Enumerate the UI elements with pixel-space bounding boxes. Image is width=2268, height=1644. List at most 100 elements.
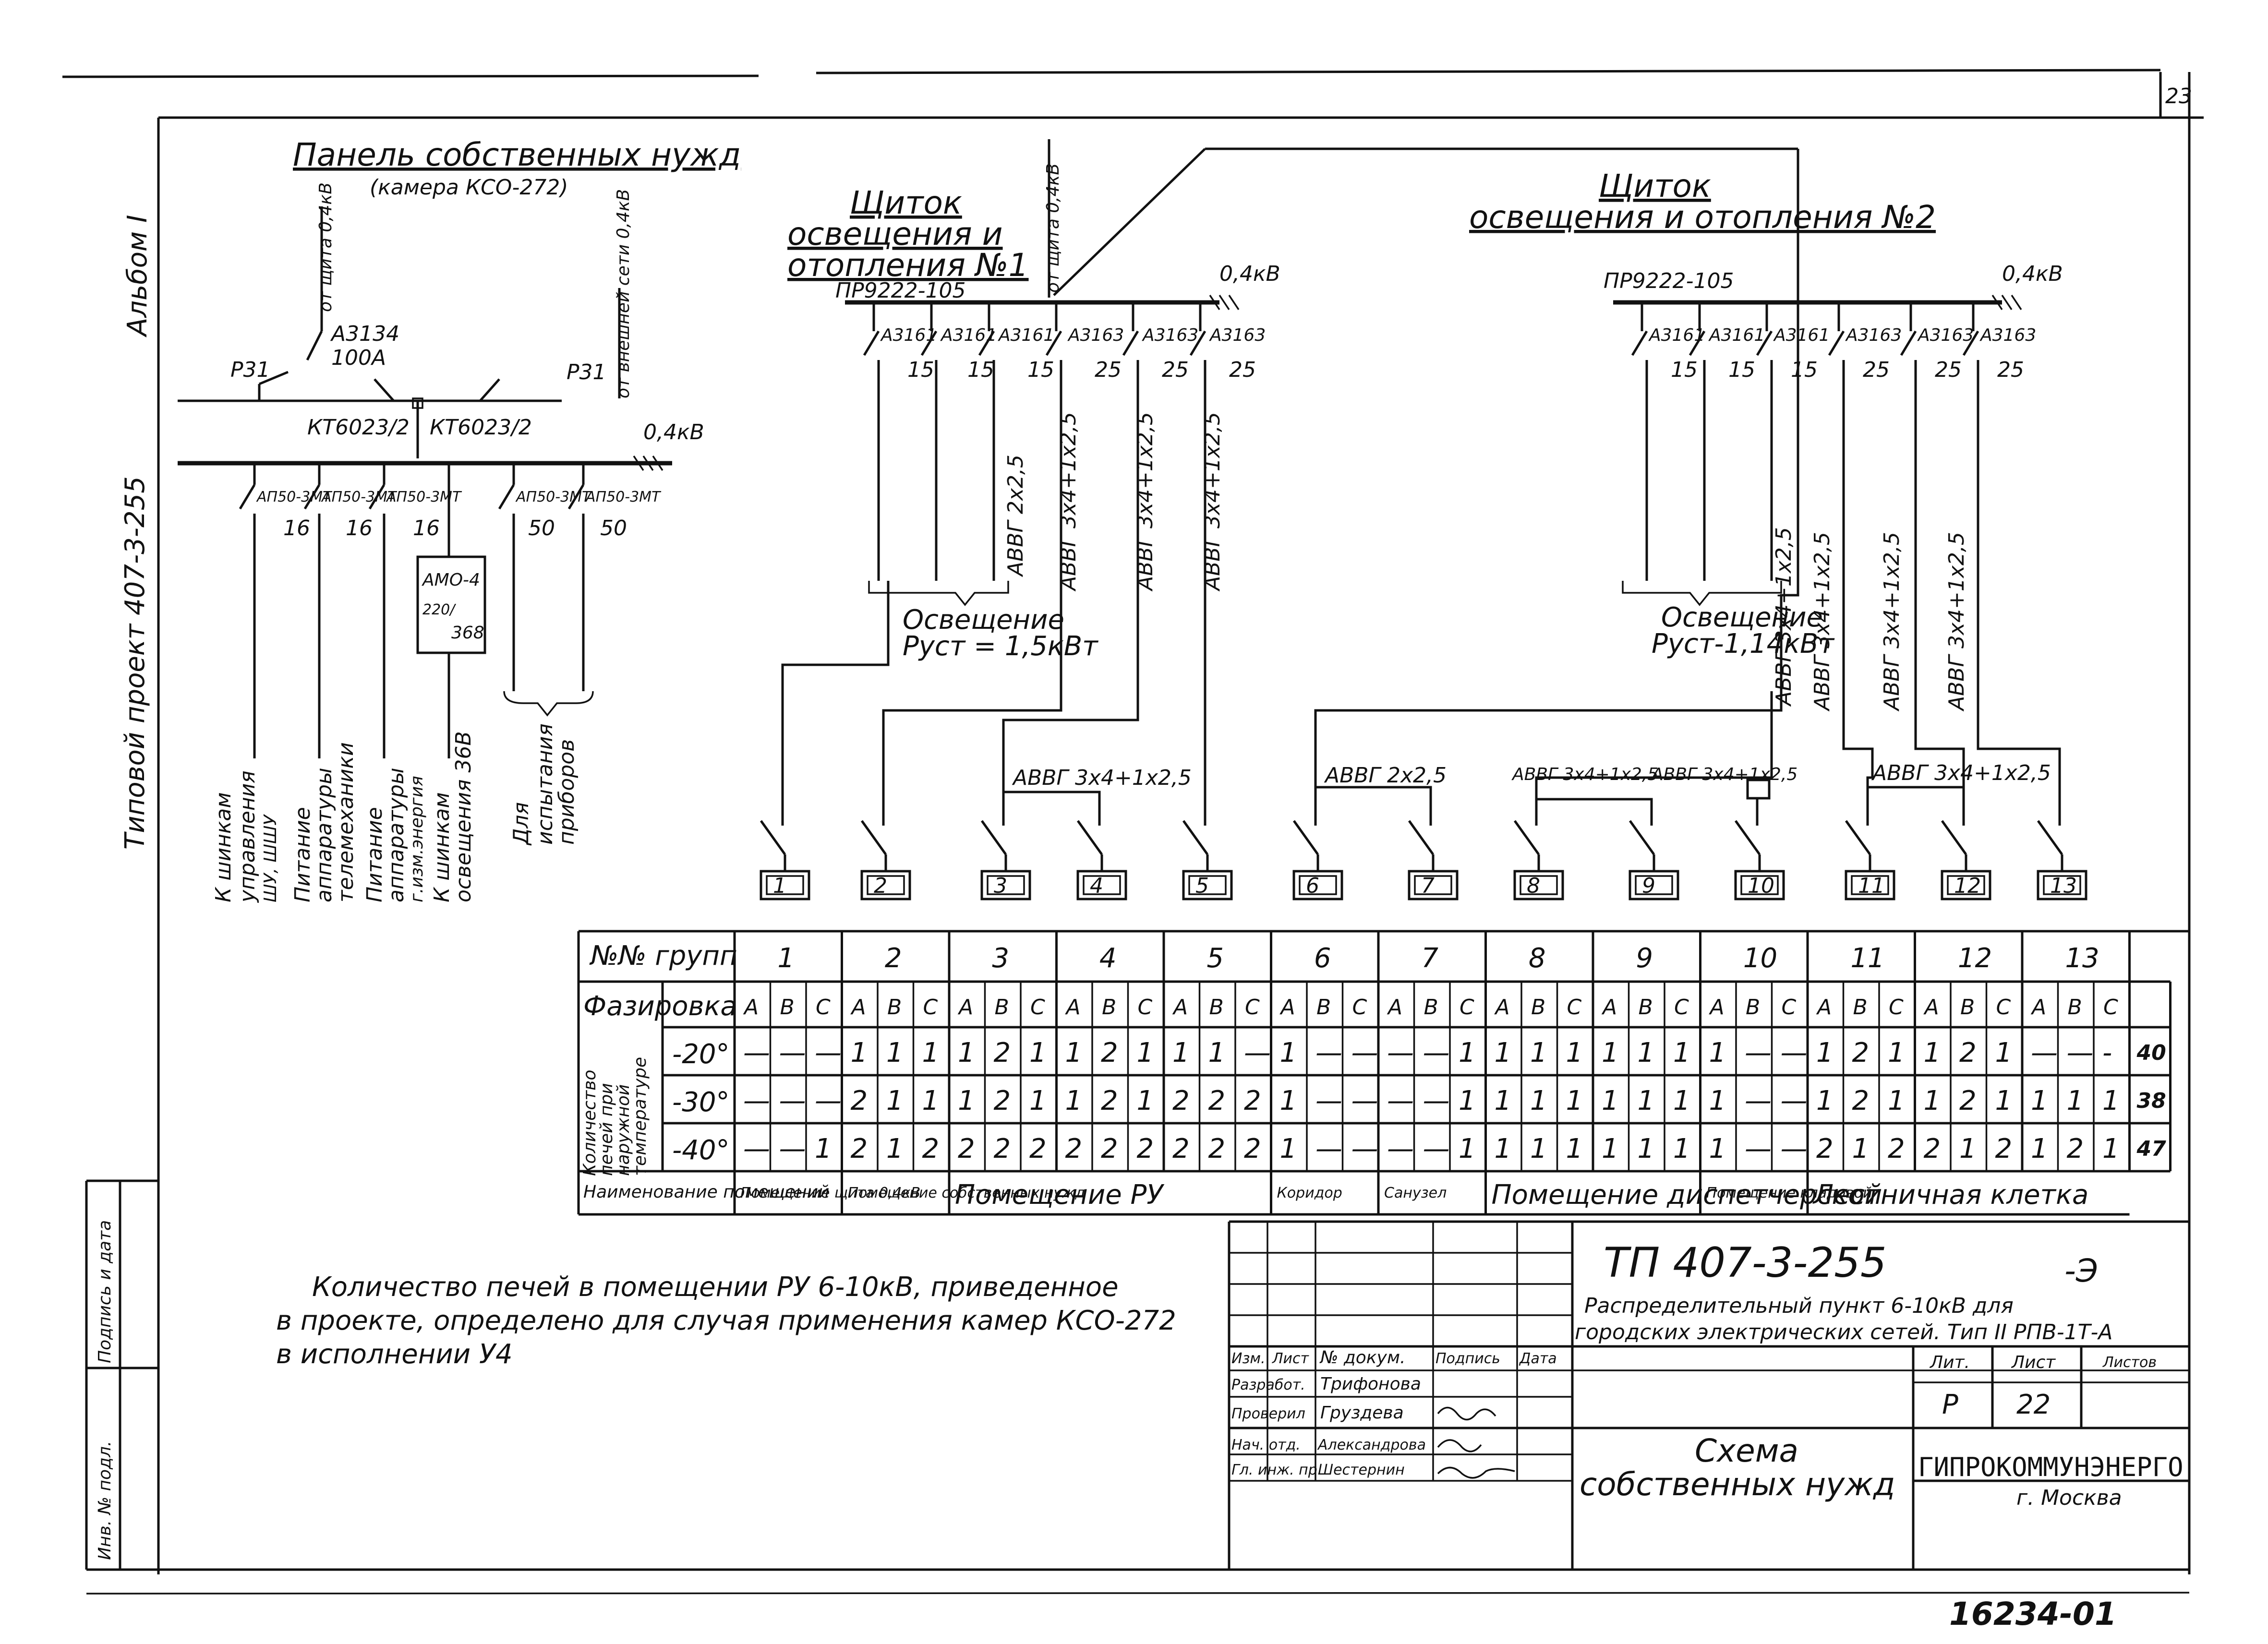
panel-feed-right: от внешней сети 0,4кВ [614, 189, 633, 398]
shield1-cable: АВВГ 3х4+1х2,5 [1200, 412, 1225, 592]
tb-header: Дата [1519, 1350, 1557, 1367]
title-description: Распределительный пункт 6-10кВ для [1584, 1294, 2014, 1318]
table-cell: — [743, 1133, 770, 1164]
table-group-header: 8 [1529, 943, 1546, 974]
tb-role: Проверил [1231, 1405, 1305, 1422]
consumer-label: телемеханики [334, 742, 358, 902]
table-phase: A [1816, 995, 1832, 1020]
shield2-breaker-rating: 15 [1728, 358, 1755, 382]
panel-breaker-type: АП50-3МТ [256, 489, 333, 505]
tb-role: Разработ. [1231, 1377, 1305, 1393]
group-box [1734, 870, 1785, 900]
table-cell: - [2102, 1037, 2112, 1068]
group-box-label: 12 [1954, 874, 1981, 898]
table-cell: 1 [1566, 1133, 1583, 1164]
table-cell: 1 [922, 1037, 940, 1068]
group-cable-label: АВВГ 2х2,5 [1324, 763, 1447, 788]
shield2-cable: АВВГ 3х4+1х2,5 [1772, 527, 1796, 707]
group-switch [1734, 820, 1761, 855]
table-cell: 2 [1852, 1085, 1870, 1116]
meter-label: 368 [451, 623, 484, 643]
table-room: Санузел [1384, 1185, 1447, 1201]
table-rotated-label: температуре [630, 1057, 650, 1176]
table-phase: A [1172, 995, 1188, 1020]
table-cell: 1 [1673, 1133, 1690, 1164]
table-cell: 1 [1638, 1037, 1655, 1068]
table-cell: 1 [1602, 1085, 1619, 1116]
lighting-shield-1: Щиток освещения и отопления №1 ПР9222-10… [787, 139, 1799, 662]
table-cell: 1 [1029, 1085, 1047, 1116]
table-cell: 1 [1029, 1037, 1047, 1068]
panel-breaker-main-rating: 100А [331, 346, 386, 370]
shield1-breaker-rating: 25 [1229, 358, 1256, 382]
table-room: Помещение РУ [955, 1179, 1165, 1211]
shield1-feed: от щита 0,4кВ [1043, 163, 1063, 293]
table-group-header: 7 [1421, 943, 1438, 974]
table-group-header: 5 [1206, 943, 1224, 974]
table-phase: C [1996, 995, 2011, 1020]
panel-own-needs: Панель собственных нужд (камера КСО-272)… [178, 136, 741, 903]
table-phase: B [1209, 995, 1224, 1020]
group-switch [860, 820, 887, 855]
shield2-lighting: Освещение [1661, 602, 1823, 633]
title-block: ТП 407-3-255 -Э Распределительный пункт … [1228, 1220, 2189, 1570]
table-cell: 1 [815, 1133, 832, 1164]
table-cell: 2 [1995, 1133, 2013, 1164]
table-phase: A [850, 995, 866, 1020]
group-box-label: 4 [1090, 874, 1103, 898]
table-cell: — [1244, 1037, 1271, 1068]
table-cell: — [779, 1085, 806, 1116]
table-phase: A [1387, 995, 1402, 1020]
panel-branch-1: АП50-3МТ 16 [239, 463, 333, 758]
table-phase: A [1494, 995, 1510, 1020]
table-phase: B [1102, 995, 1116, 1020]
table-cell: 1 [1995, 1085, 2013, 1116]
table-cell: 1 [1530, 1133, 1547, 1164]
table-group-header: 10 [1743, 943, 1777, 974]
consumer-label: К шинкам [211, 792, 236, 902]
shield2-cable: АВВГ 3х4+1х2,5 [1810, 532, 1834, 712]
table-cell: 1 [1816, 1037, 1834, 1068]
table-cell: 2 [1816, 1133, 1834, 1164]
table-cell: — [1387, 1133, 1414, 1164]
table-cell: 1 [886, 1133, 904, 1164]
note-line: в исполнении У4 [276, 1339, 513, 1370]
table-cell: 1 [1673, 1037, 1690, 1068]
table-group-header: 4 [1099, 943, 1117, 974]
doc-number: 16234-01 [1949, 1596, 2117, 1632]
table-phase: C [1567, 995, 1582, 1020]
table-cell: 1 [1888, 1037, 1905, 1068]
table-cell: — [1745, 1037, 1772, 1068]
drawing-frame [62, 69, 2204, 1595]
group-cable-label: АВВГ 3х4+1х2,5 [1651, 765, 1798, 784]
consumer-label: Питание [362, 807, 387, 902]
group-cable-label: АВВГ 3х4+1х2,5 [1012, 766, 1192, 790]
table-group-header: 6 [1314, 943, 1331, 974]
table-phase: B [1316, 995, 1331, 1020]
table-room: Помещение щита 0,4кВ [740, 1185, 920, 1201]
table-cell: — [815, 1037, 842, 1068]
table-cell: 1 [1208, 1037, 1226, 1068]
group-wiring: АВВГ 3х4+1х2,5 АВВГ 2х2,5 АВВГ 3х4+1х2,5… [781, 295, 2061, 826]
shield2-title: Щиток [1599, 168, 1711, 204]
table-phase: B [1639, 995, 1653, 1020]
panel-breaker-rating: 16 [346, 516, 373, 540]
table-cell: 2 [922, 1133, 940, 1164]
table-cell: 2 [1029, 1133, 1047, 1164]
shield2-breaker-type: А3161 [1773, 325, 1830, 345]
group-box-label: 5 [1195, 874, 1209, 898]
consumer-label: освещения 36В [451, 731, 476, 902]
group-switch [1845, 820, 1871, 855]
table-cell: — [1315, 1085, 1342, 1116]
table-phase: B [887, 995, 902, 1020]
shield1-lighting: Руст = 1,5кВт [903, 631, 1098, 662]
shield2-breaker-rating: 25 [1935, 358, 1962, 382]
table-phase-label: Фазировка [583, 991, 737, 1022]
table-cell: 1 [2102, 1085, 2120, 1116]
shield2-cable: АВВГ 3х4+1х2,5 [1944, 532, 1969, 712]
table-cell: 2 [1959, 1085, 1977, 1116]
table-cell: — [779, 1133, 806, 1164]
consumer-label: Для [509, 802, 533, 846]
table-cell: — [2067, 1037, 2094, 1068]
